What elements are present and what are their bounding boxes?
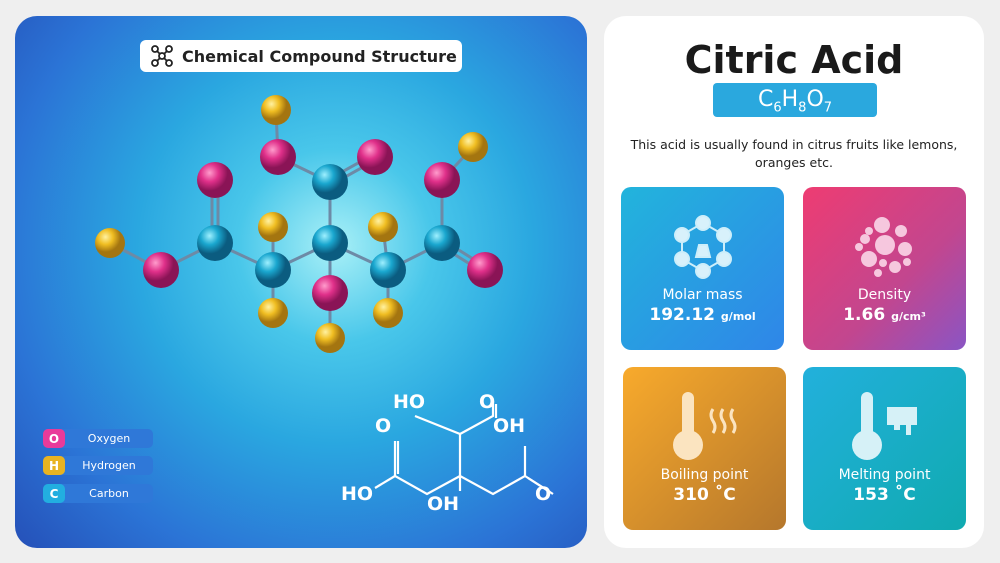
oxygen-atom [143,252,179,288]
card-density: Density 1.66 g/cm³ [803,187,966,350]
oxygen-atom [424,162,460,198]
hydrogen-atom [368,212,398,242]
card-boiling-point: Boiling point 310 ˚C [623,367,786,530]
carbon-atom [424,225,460,261]
skeletal-bond [374,475,396,489]
structure-title-text: Chemical Compound Structure [182,46,457,66]
oxygen-atom [467,252,503,288]
hydrogen-atom [258,298,288,328]
carbon-atom [312,225,348,261]
legend-label: Oxygen [87,432,131,445]
skeletal-label: O [535,483,551,505]
properties-panel: Citric Acid C6H8O7 This acid is usually … [604,16,984,548]
card-value: 1.66 g/cm³ [843,305,926,325]
legend-symbol: H [43,456,65,475]
skeletal-bond [393,441,461,496]
carbon-atom [255,252,291,288]
compound-name: Citric Acid [684,38,904,82]
chemical-formula: C6H8O7 [713,83,877,117]
card-label: Density [857,287,912,303]
skeletal-label: HO [341,483,373,505]
structure-title: Chemical Compound Structure [140,40,462,72]
skeletal-label: O [479,391,495,413]
card-value: 192.12 g/mol [649,305,756,325]
carbon-atom [312,164,348,200]
legend-carbon: C Carbon [43,484,153,503]
legend-symbol: O [43,429,65,448]
card-value: 310 ˚C [673,485,736,505]
card-label: Melting point [838,467,931,483]
particles-icon [855,217,912,277]
legend-oxygen: O Oxygen [43,429,153,448]
legend-symbol: C [43,484,65,503]
oxygen-atom [357,139,393,175]
card-value: 153 ˚C [853,485,916,505]
skeletal-bond [414,414,527,496]
legend-label: Carbon [89,487,129,500]
card-label: Boiling point [660,467,749,483]
legend-hydrogen: H Hydrogen [43,456,153,475]
hydrogen-atom [258,212,288,242]
thermometer-melt-icon [852,392,917,460]
oxygen-atom [260,139,296,175]
carbon-atom [197,225,233,261]
molecule-3d-model: HO O O OH HO OH O [95,95,554,515]
hydrogen-atom [315,323,345,353]
thermometer-heat-icon [673,392,737,460]
card-label: Molar mass [662,287,743,303]
molecule-weight-icon [674,215,732,279]
skeletal-label: OH [427,493,459,515]
hydrogen-atom [95,228,125,258]
skeletal-label: OH [493,415,525,437]
molecule-icon [151,45,173,67]
oxygen-atom [312,275,348,311]
oxygen-atom [197,162,233,198]
skeletal-bond [527,477,554,495]
legend-label: Hydrogen [82,459,136,472]
skeletal-bond [459,401,495,435]
hydrogen-atom [458,132,488,162]
hydrogen-atom [373,298,403,328]
compound-description: This acid is usually found in citrus fru… [630,137,958,170]
hydrogen-atom [261,95,291,125]
card-melting-point: Melting point 153 ˚C [803,367,966,530]
skeletal-label: HO [393,391,425,413]
card-molar-mass: Molar mass 192.12 g/mol [621,187,784,350]
skeletal-label: O [375,415,391,437]
compound-structure-panel: HO O O OH HO OH O Chemical Compound Stru… [15,16,587,548]
carbon-atom [370,252,406,288]
